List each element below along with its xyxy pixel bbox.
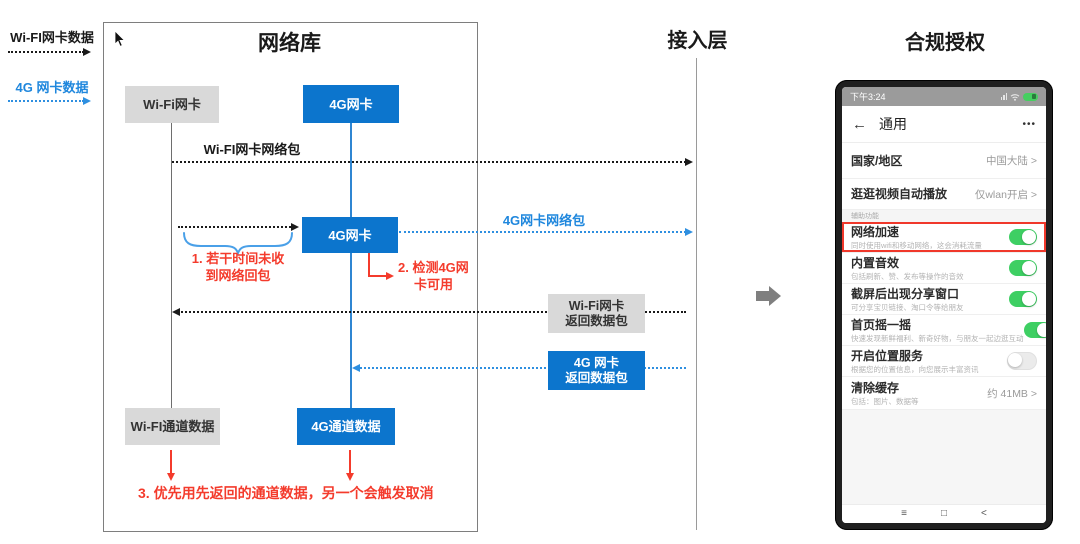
cellular-return-dotted-line: [356, 367, 686, 369]
cellular-card-node-top: 4G网卡: [303, 85, 399, 123]
location-service-toggle[interactable]: [1007, 352, 1037, 370]
cellular-packet-arrowhead-icon: [685, 228, 693, 236]
nav-bar: ← 通用 •••: [842, 106, 1046, 143]
home-shake-toggle[interactable]: [1023, 322, 1046, 338]
retry-arrowhead-icon: [291, 223, 299, 231]
legend-wifi-label: Wi-FI网卡数据: [10, 30, 94, 45]
cellular-channel-red-arrowhead-icon: [346, 473, 354, 481]
legend-cellular-arrowhead-icon: [83, 97, 91, 105]
wifi-return-arrowhead-icon: [172, 308, 180, 316]
wifi-return-dotted-line: [178, 311, 686, 313]
section-label-band: 辅助功能: [842, 210, 1046, 222]
step2-arrowhead-icon: [386, 272, 394, 280]
cellular-card-node-mid: 4G网卡: [302, 217, 398, 253]
wifi-packet-label: Wi-FI网卡网络包: [203, 142, 301, 157]
page-title: 通用: [879, 116, 907, 132]
cellular-lifeline: [350, 123, 352, 408]
network-library-title: 网络库: [258, 32, 321, 55]
step2-elbow-vertical: [368, 253, 370, 277]
home-icon[interactable]: □: [940, 508, 948, 519]
row-video-autoplay[interactable]: 逛逛视频自动播放 仅wlan开启 >: [842, 179, 1046, 210]
wifi-channel-red-arrowhead-icon: [167, 473, 175, 481]
row-location-service[interactable]: 开启位置服务 根据您的位置信息，向您展示丰富资讯: [842, 346, 1046, 377]
nav-back-icon[interactable]: <: [981, 508, 987, 519]
cellular-channel-red-line: [349, 450, 351, 474]
status-time: 下午3:24: [850, 92, 886, 102]
annotation-step1: 1. 若干时间未收 到网络回包: [191, 251, 285, 283]
mouse-cursor-icon: [114, 30, 126, 47]
phone-screen: 下午3:24 ← 通用 ••• 国家/地区: [842, 87, 1046, 523]
legend-cellular-label: 4G 网卡数据: [15, 80, 89, 95]
legend-wifi-dotted-line: [8, 51, 84, 53]
row-builtin-sound[interactable]: 内置音效 包括刷新、赞、发布等操作的音效: [842, 253, 1046, 284]
back-arrow-icon[interactable]: ←: [852, 115, 867, 133]
battery-icon: [1023, 92, 1038, 101]
access-layer-lifeline: [696, 58, 697, 530]
menu-icon[interactable]: ≡: [901, 508, 907, 519]
step2-elbow-horizontal: [368, 275, 386, 277]
wifi-card-node: Wi-Fi网卡: [125, 86, 219, 123]
cellular-return-arrowhead-icon: [352, 364, 360, 372]
cellular-packet-label: 4G网卡网络包: [502, 213, 586, 228]
signal-icon: [1000, 93, 1007, 100]
curly-brace-icon: [183, 232, 293, 255]
wifi-return-node: Wi-Fi网卡 返回数据包: [548, 294, 645, 333]
wifi-packet-arrowhead-icon: [685, 158, 693, 166]
retry-dotted-line: [178, 226, 294, 228]
annotation-step3: 3. 优先用先返回的通道数据，另一个会触发取消: [138, 485, 434, 501]
cellular-packet-dotted-line: [399, 231, 686, 233]
cellular-channel-node: 4G通道数据: [297, 408, 395, 445]
builtin-sound-toggle[interactable]: [1009, 260, 1037, 276]
row-network-boost[interactable]: 网络加速 同时使用wifi和移动网络，这会消耗流量: [842, 222, 1046, 253]
wifi-icon: [1010, 93, 1020, 101]
row-country-region[interactable]: 国家/地区 中国大陆 >: [842, 143, 1046, 179]
row-home-shake[interactable]: 首页摇一摇 快速发现新鲜福利、新奇好物，与朋友一起边逛互动: [842, 315, 1046, 346]
compliance-title: 合规授权: [905, 32, 985, 54]
wifi-channel-red-line: [170, 450, 172, 474]
bottom-nav-bar: ≡ □ <: [842, 504, 1046, 523]
row-clear-cache[interactable]: 清除缓存 包括：图片、数据等 约 41MB >: [842, 377, 1046, 410]
legend-cellular-dotted-line: [8, 100, 84, 102]
legend-wifi-arrowhead-icon: [83, 48, 91, 56]
row-screenshot-share[interactable]: 截屏后出现分享窗口 可分享宝贝链接、淘口令等给朋友: [842, 284, 1046, 315]
more-icon[interactable]: •••: [1022, 118, 1036, 130]
wifi-lifeline: [171, 123, 172, 408]
status-icons: [1000, 92, 1038, 101]
cellular-return-node: 4G 网卡 返回数据包: [548, 351, 645, 390]
wifi-channel-node: Wi-FI通道数据: [125, 408, 220, 445]
wifi-packet-dotted-line: [172, 161, 686, 163]
flow-arrow-icon: [756, 291, 769, 301]
phone-mockup: 下午3:24 ← 通用 ••• 国家/地区: [835, 80, 1053, 530]
flow-arrowhead-icon: [769, 286, 781, 306]
screenshot-share-toggle[interactable]: [1009, 291, 1037, 307]
network-boost-toggle[interactable]: [1009, 229, 1037, 245]
status-bar: 下午3:24: [842, 87, 1046, 106]
annotation-step2: 2. 检测4G网 卡可用: [398, 260, 469, 292]
access-layer-title: 接入层: [667, 30, 728, 52]
empty-area: [842, 410, 1046, 504]
